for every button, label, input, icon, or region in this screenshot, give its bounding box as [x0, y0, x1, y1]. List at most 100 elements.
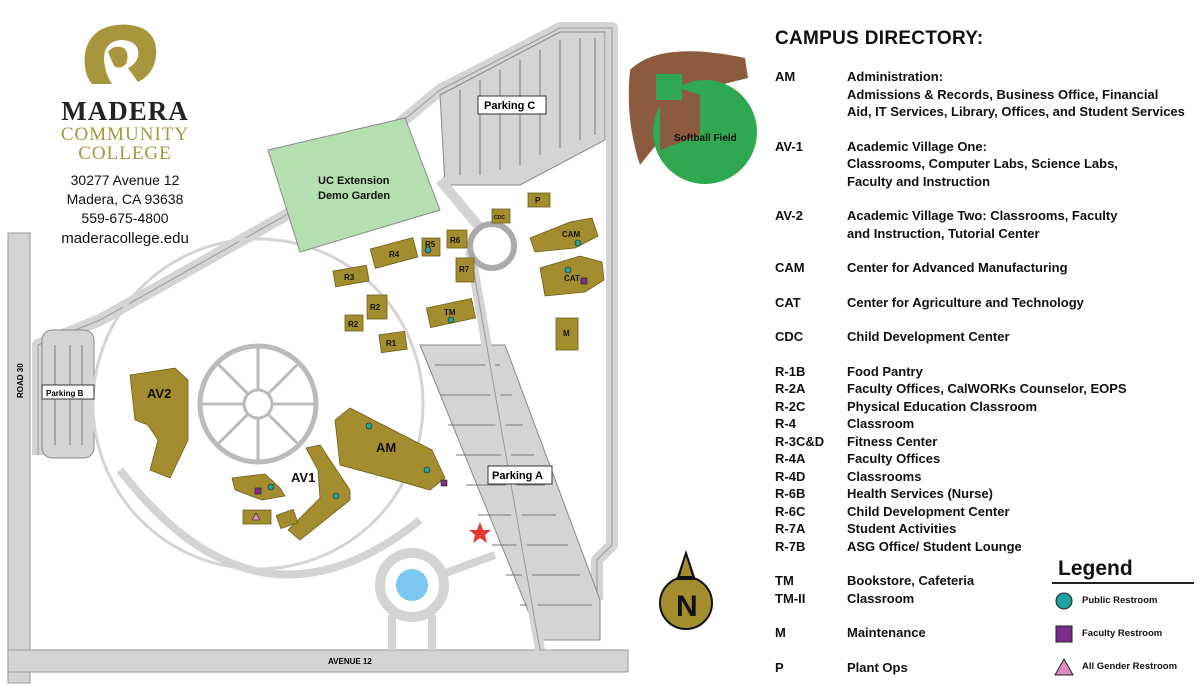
parking-a-label: Parking A	[487, 465, 553, 485]
directory-entry: AV-1 Academic Village One: Classrooms, C…	[775, 138, 1118, 189]
building-r2-bottom	[344, 314, 364, 332]
building-av1-a	[231, 473, 286, 501]
label-softball: Softball Field	[674, 133, 737, 144]
label-r2-top: R2	[370, 303, 381, 312]
campus-directory: CAMPUS DIRECTORY: AM Administration: Adm…	[775, 28, 1195, 676]
label-m: M	[563, 329, 570, 338]
label-am: AM	[376, 440, 396, 455]
building-av2	[129, 367, 189, 479]
purple-square-icon	[1055, 625, 1073, 642]
faculty-restroom-icon	[580, 277, 588, 285]
map-legend: Legend Public Restroom Faculty Restroom …	[1052, 556, 1194, 683]
directory-entry: AV-2 Academic Village Two: Classrooms, F…	[775, 208, 1118, 241]
directory-entry: AM Administration: Admissions & Records,…	[775, 69, 1185, 119]
label-garden-2: Demo Garden	[318, 190, 390, 202]
label-r3: R3	[344, 273, 355, 282]
address-city: Madera, CA 93638	[66, 191, 184, 207]
public-restroom-icon	[574, 239, 582, 247]
phone-number: 559-675-4800	[81, 210, 169, 226]
label-av1: AV1	[291, 470, 315, 485]
building-r1	[378, 330, 408, 354]
pond	[396, 569, 428, 601]
legend-item-all-gender-restroom: All Gender Restroom	[1052, 650, 1194, 683]
directory-entry: CAT Center for Agriculture and Technolog…	[775, 294, 1084, 310]
avenue-12	[7, 649, 629, 673]
school-name-line1: MADERA	[61, 96, 189, 126]
public-restroom-icon	[423, 466, 431, 474]
avenue-12-label: AVENUE 12	[328, 657, 372, 666]
parking-c-label: Parking C	[477, 95, 547, 115]
directory-title: CAMPUS DIRECTORY:	[775, 28, 984, 49]
svg-text:Parking C: Parking C	[484, 100, 535, 112]
svg-text:N: N	[676, 590, 698, 623]
legend-item-faculty-restroom: Faculty Restroom	[1052, 617, 1194, 650]
building-am	[334, 407, 446, 491]
softball-field	[628, 51, 757, 184]
label-tm: TM	[444, 308, 456, 317]
label-cdc: CDC	[494, 215, 505, 221]
star-icon	[469, 522, 491, 543]
label-r2-bottom: R2	[348, 320, 359, 329]
address: 30277 Avenue 12 Madera, CA 93638 559-675…	[40, 171, 210, 228]
label-garden-1: UC Extension	[318, 175, 390, 187]
campus-map: AV2 AM AV1 R3 R4 R5 R6 R7 R2 R2 R1 TM CD…	[7, 22, 757, 684]
north-arrow-icon: N	[659, 550, 713, 630]
svg-text:Parking A: Parking A	[492, 470, 543, 482]
building-av1-d	[275, 508, 299, 530]
faculty-restroom-icon	[254, 487, 262, 495]
legend-title: Legend	[1052, 556, 1194, 584]
public-restroom-icon	[447, 316, 455, 324]
school-info: MADERA COMMUNITY COLLEGE 30277 Avenue 12…	[40, 20, 210, 247]
public-restroom-icon	[424, 246, 432, 254]
building-av1-b	[287, 444, 351, 541]
north-roundabout	[467, 221, 517, 271]
website-link[interactable]: maderacollege.edu	[61, 230, 189, 247]
address-street: 30277 Avenue 12	[70, 172, 180, 188]
label-p: P	[535, 196, 541, 205]
faculty-restroom-icon	[440, 479, 448, 487]
building-r2-top	[366, 294, 388, 320]
buildings	[129, 192, 605, 541]
road-30	[7, 232, 31, 684]
building-p	[527, 192, 551, 208]
svg-text:Parking B: Parking B	[46, 389, 84, 398]
parking-b-label: Parking B	[41, 384, 95, 400]
public-restroom-icon	[564, 266, 572, 274]
teal-circle-icon	[1055, 592, 1073, 609]
public-restroom-icon	[365, 422, 373, 430]
all-gender-restroom-icon	[251, 512, 261, 521]
label-r5: R5	[425, 240, 436, 249]
label-cat: CAT	[564, 274, 580, 283]
parking-a-stripes	[435, 364, 592, 606]
jaguar-logo-icon	[84, 24, 157, 85]
public-restroom-icon	[267, 483, 275, 491]
building-cdc	[491, 208, 511, 224]
building-cat	[539, 255, 605, 297]
label-av2: AV2	[147, 386, 171, 401]
label-r6: R6	[450, 236, 461, 245]
public-restroom-icon	[332, 492, 340, 500]
pink-triangle-icon	[1054, 657, 1074, 675]
label-cam: CAM	[562, 230, 581, 239]
restroom-markers	[251, 239, 588, 521]
legend-item-public-restroom: Public Restroom	[1052, 584, 1194, 617]
demo-garden	[267, 117, 441, 253]
building-r4	[369, 237, 419, 269]
school-name-line3: COLLEGE	[78, 143, 172, 164]
